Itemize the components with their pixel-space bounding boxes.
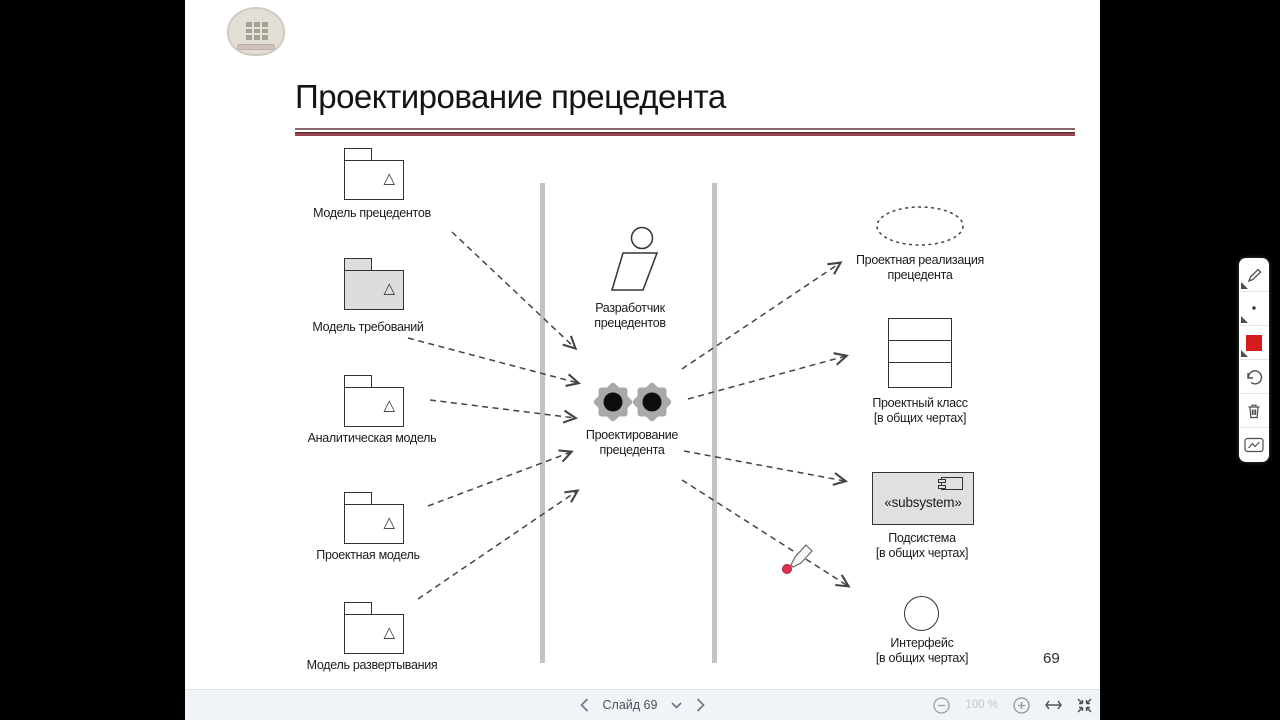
delta-icon: △	[383, 514, 395, 531]
slide-page-number: 69	[1043, 650, 1060, 667]
package-deployment-model: △	[344, 602, 404, 654]
diagram-vector-layer	[407, 206, 964, 600]
swimlane-divider-left	[540, 183, 545, 663]
delta-icon: △	[383, 170, 395, 187]
uml-interface-circle	[904, 596, 939, 631]
pen-size-button[interactable]	[1239, 292, 1269, 326]
subsystem-stereotype: «subsystem»	[884, 495, 962, 510]
fit-width-button[interactable]	[1045, 700, 1062, 710]
package-design-model: △	[344, 492, 404, 544]
dropdown-corner-mark	[1241, 316, 1248, 323]
zoom-level-value: 100 %	[965, 699, 998, 711]
university-seal-logo	[227, 7, 285, 56]
exit-fullscreen-button[interactable]	[1077, 698, 1092, 713]
smooth-line-tool-button[interactable]	[1239, 428, 1269, 462]
slide-navigation: Слайд 69	[579, 690, 706, 720]
output-label-interface: Интерфейс[в общих чертах]	[875, 636, 969, 665]
undo-button[interactable]	[1239, 360, 1269, 394]
pen-cursor-icon	[782, 544, 813, 574]
slide-number-label[interactable]: Слайд 69	[602, 698, 658, 712]
dropdown-corner-mark	[1241, 350, 1248, 357]
package-label: Аналитическая модель	[307, 431, 437, 445]
trash-icon	[1248, 404, 1260, 418]
delta-icon: △	[383, 280, 395, 297]
color-swatch-icon	[1246, 334, 1262, 351]
previous-slide-button[interactable]	[579, 698, 589, 712]
slide-list-chevron-down-icon[interactable]	[671, 701, 683, 709]
pencil-icon	[1247, 268, 1262, 282]
use-case-ellipse-dashed	[876, 206, 964, 246]
freeform-line-icon	[1244, 437, 1264, 453]
annotation-toolbar	[1239, 258, 1269, 462]
zoom-out-button[interactable]	[933, 696, 951, 714]
uml-class-box	[888, 318, 952, 388]
activity-gears-icon	[593, 382, 672, 422]
package-use-case-model: △	[344, 148, 404, 200]
package-label: Проектная модель	[316, 548, 420, 562]
slide-title: Проектирование прецедента	[295, 78, 726, 115]
slide-canvas[interactable]: Проектирование прецедента △ Модель преце…	[185, 0, 1100, 689]
package-analysis-model: △	[344, 375, 404, 427]
delta-icon: △	[383, 397, 395, 414]
output-label-class: Проектный класс[в общих чертах]	[872, 396, 968, 425]
component-icon	[938, 477, 963, 490]
dropdown-corner-mark	[1241, 282, 1248, 289]
dependency-arrows	[407, 231, 851, 600]
zoom-in-button[interactable]	[1013, 696, 1030, 714]
package-label: Модель требований	[312, 320, 424, 334]
package-requirements-model: △	[344, 258, 404, 310]
viewer-bottom-bar: Слайд 69 100 %	[185, 689, 1100, 720]
swimlane-divider-right	[712, 183, 717, 663]
delete-annotations-button[interactable]	[1239, 394, 1269, 428]
dot-icon	[1252, 305, 1256, 310]
undo-arrow-icon	[1247, 369, 1263, 385]
pen-color-button[interactable]	[1239, 326, 1269, 360]
title-underline	[295, 128, 1075, 136]
pen-tool-button[interactable]	[1239, 258, 1269, 292]
uml-subsystem-box: «subsystem»	[872, 472, 974, 525]
zoom-controls: 100 %	[933, 690, 1092, 720]
output-label-subsystem: Подсистема[в общих чертах]	[875, 531, 969, 560]
next-slide-button[interactable]	[696, 698, 706, 712]
delta-icon: △	[383, 624, 395, 641]
package-label: Модель развертывания	[306, 658, 438, 672]
package-label: Модель прецедентов	[313, 206, 431, 220]
worker-actor-icon	[610, 226, 659, 291]
